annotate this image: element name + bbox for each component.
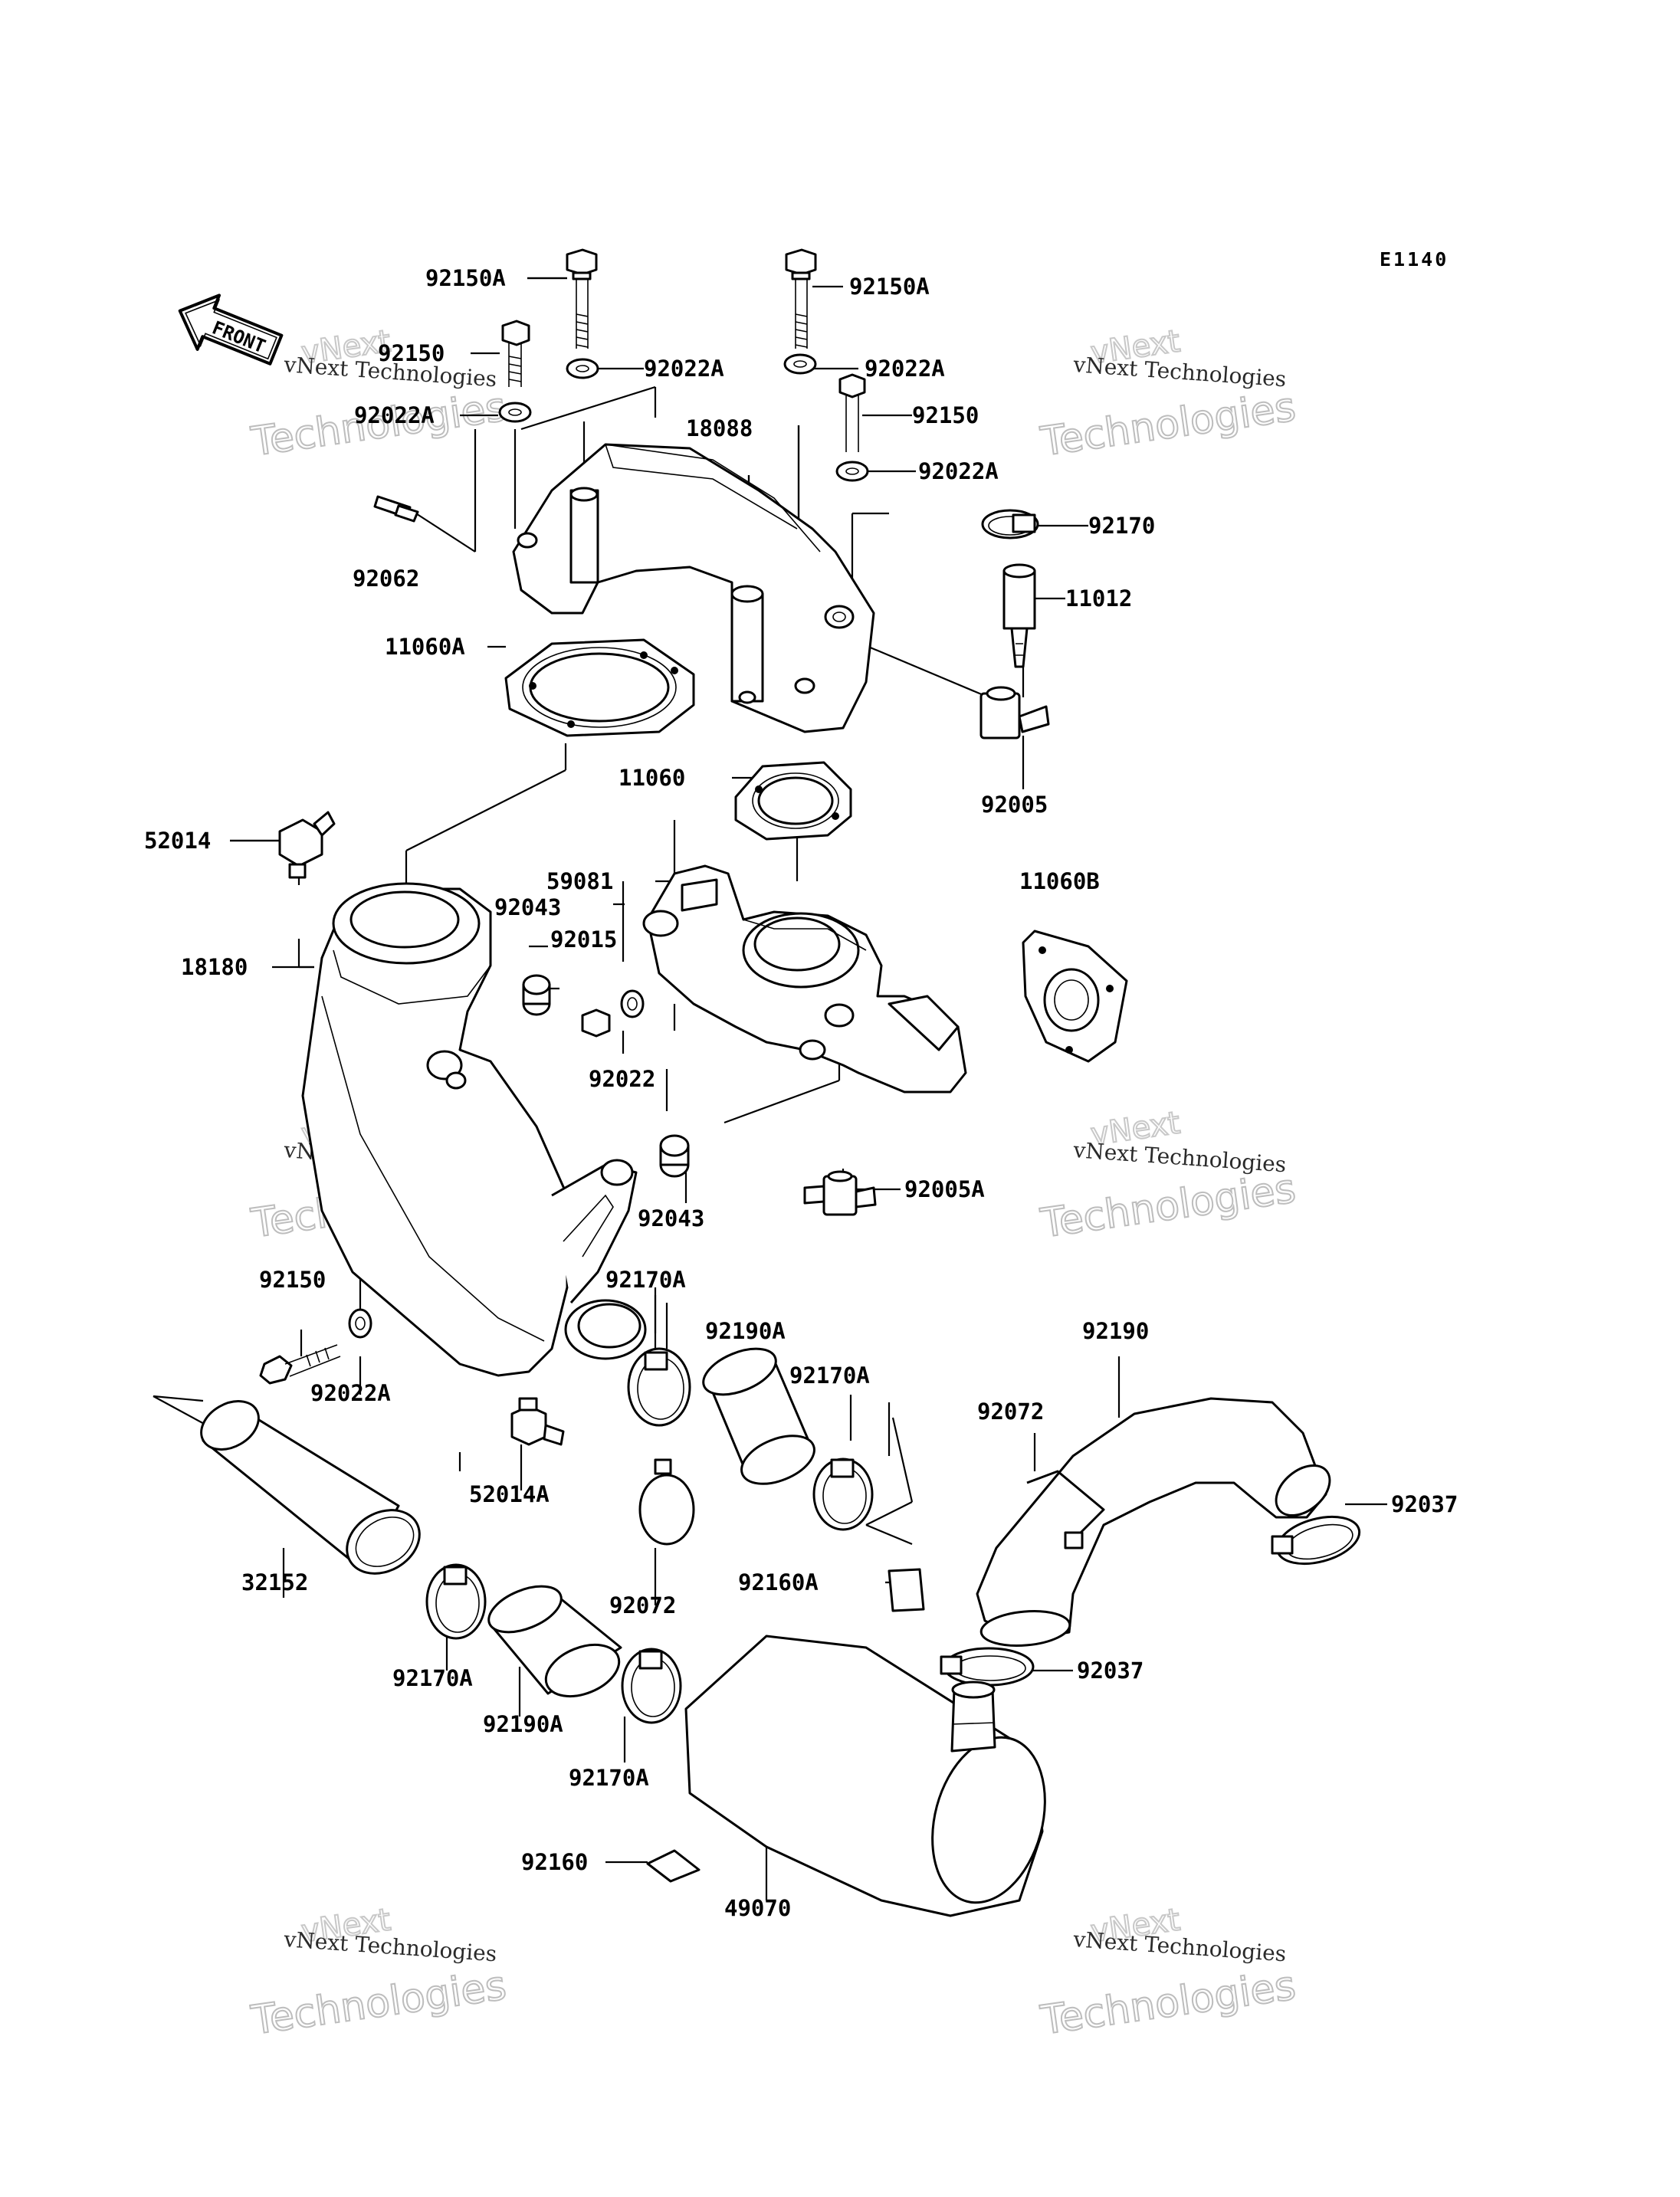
- label-18180: 18180: [181, 954, 248, 980]
- label-92062: 92062: [353, 566, 419, 592]
- hose-92190A-upper: [702, 1347, 815, 1485]
- label-92022A-4: 92022A: [918, 458, 999, 484]
- part-labels: 92150A 92150A 92150 92022A 92022A 92022A…: [144, 265, 1458, 1921]
- label-92037-upper: 92037: [1391, 1491, 1458, 1517]
- washer-92022: [620, 989, 645, 1018]
- fitting-52014A: [510, 1397, 565, 1446]
- label-92043-top: 92043: [494, 894, 561, 920]
- label-18088: 18088: [686, 415, 753, 441]
- svg-text:Technologies: Technologies: [1038, 1166, 1298, 1247]
- label-92072-right: 92072: [977, 1399, 1044, 1425]
- label-92160A: 92160A: [738, 1569, 819, 1595]
- label-92150-right: 92150: [912, 402, 979, 428]
- label-11060B: 11060B: [1019, 868, 1100, 894]
- sensor-11012: [1002, 563, 1036, 668]
- watermark-text-mid-right: vNext Technologies: [1072, 1137, 1288, 1177]
- label-92150-lower: 92150: [259, 1267, 326, 1293]
- bolt-92150A-left: [566, 248, 598, 349]
- bolt-92150-left: [501, 320, 530, 387]
- svg-text:Technologies: Technologies: [1038, 384, 1298, 465]
- label-92005A: 92005A: [904, 1176, 985, 1202]
- label-92022A-2: 92022A: [865, 356, 945, 382]
- label-92043-bottom: 92043: [638, 1205, 704, 1231]
- label-59081: 59081: [546, 868, 613, 894]
- bolt-92150-lower: [259, 1344, 341, 1385]
- pad-92160: [646, 1849, 701, 1883]
- hose-92190A-lower: [487, 1585, 622, 1698]
- diagram-code: E1140: [1380, 248, 1449, 271]
- exhaust-manifold-59081: [642, 864, 967, 1094]
- label-92015: 92015: [550, 926, 617, 953]
- fitting-92005A: [803, 1170, 877, 1216]
- clamp-92170: [981, 509, 1039, 539]
- washer-92022A-1: [566, 358, 599, 379]
- hose-92190: [976, 1397, 1331, 1647]
- label-92072-left: 92072: [609, 1592, 676, 1618]
- label-92005: 92005: [981, 792, 1048, 818]
- label-92022A-3: 92022A: [354, 402, 435, 428]
- nut-92015: [581, 1008, 611, 1038]
- label-92170A-2: 92170A: [789, 1362, 870, 1389]
- label-52014A: 52014A: [469, 1481, 550, 1507]
- water-manifold-18088: [512, 443, 875, 733]
- clamp-92170A-4: [621, 1648, 682, 1724]
- watermark-bottom-right: vNext Technologies: [1037, 1901, 1299, 2045]
- bolt-92150-right: [838, 373, 866, 452]
- label-11012: 11012: [1065, 585, 1132, 612]
- tube-32152: [200, 1400, 421, 1575]
- fitting-52014: [278, 811, 336, 879]
- label-92150A-left: 92150A: [425, 265, 506, 291]
- expansion-chamber-18180: [301, 882, 647, 1377]
- muffler-49070: [684, 1635, 1046, 1917]
- pad-92160A: [888, 1568, 925, 1612]
- label-92160: 92160: [521, 1849, 588, 1875]
- label-92190: 92190: [1082, 1318, 1149, 1344]
- label-11060: 11060: [619, 765, 685, 791]
- label-52014: 52014: [144, 828, 211, 854]
- band-92072-left: [638, 1458, 695, 1546]
- label-92150-left: 92150: [378, 340, 445, 366]
- clamp-92037-lower: [940, 1647, 1035, 1687]
- label-92037-lower: 92037: [1077, 1658, 1144, 1684]
- front-arrow-icon: FRONT: [178, 293, 284, 366]
- bolt-92150A-right: [785, 248, 817, 349]
- fitting-92005: [979, 686, 1050, 739]
- clamp-92170A-3: [425, 1563, 487, 1640]
- label-92170: 92170: [1088, 513, 1155, 539]
- spacer-92043-bottom: [659, 1134, 690, 1178]
- spacer-92043-top: [522, 974, 551, 1016]
- washer-92022A-lower: [348, 1308, 372, 1339]
- svg-text:Technologies: Technologies: [248, 1963, 509, 2044]
- label-92022: 92022: [589, 1066, 655, 1092]
- band-92072-right: [1026, 1470, 1105, 1549]
- washer-92022A-2: [783, 353, 817, 375]
- label-11060A: 11060A: [385, 634, 465, 660]
- label-92170A-1: 92170A: [605, 1267, 686, 1293]
- watermark-bottom-left: vNext Technologies: [248, 1901, 510, 2045]
- gasket-11060: [734, 761, 852, 841]
- label-92022A-lower: 92022A: [310, 1380, 391, 1406]
- label-92150A-right: 92150A: [849, 274, 930, 300]
- clamp-92170A-1: [627, 1347, 691, 1427]
- washer-92022A-3: [498, 402, 532, 423]
- svg-text:Technologies: Technologies: [1038, 1963, 1298, 2044]
- washer-92022A-4: [835, 461, 869, 482]
- stud-92062: [373, 495, 419, 523]
- label-92022A-1: 92022A: [644, 356, 724, 382]
- gasket-11060B: [1022, 930, 1128, 1063]
- label-92190A-lower: 92190A: [483, 1711, 563, 1737]
- label-92170A-3: 92170A: [392, 1665, 473, 1691]
- gasket-11060A: [504, 638, 695, 737]
- label-92170A-4: 92170A: [569, 1765, 649, 1791]
- clamp-92037-upper: [1271, 1515, 1361, 1566]
- label-49070: 49070: [724, 1895, 791, 1921]
- label-92190A-upper: 92190A: [705, 1318, 786, 1344]
- label-32152: 32152: [241, 1569, 308, 1595]
- clamp-92170A-2: [812, 1458, 874, 1531]
